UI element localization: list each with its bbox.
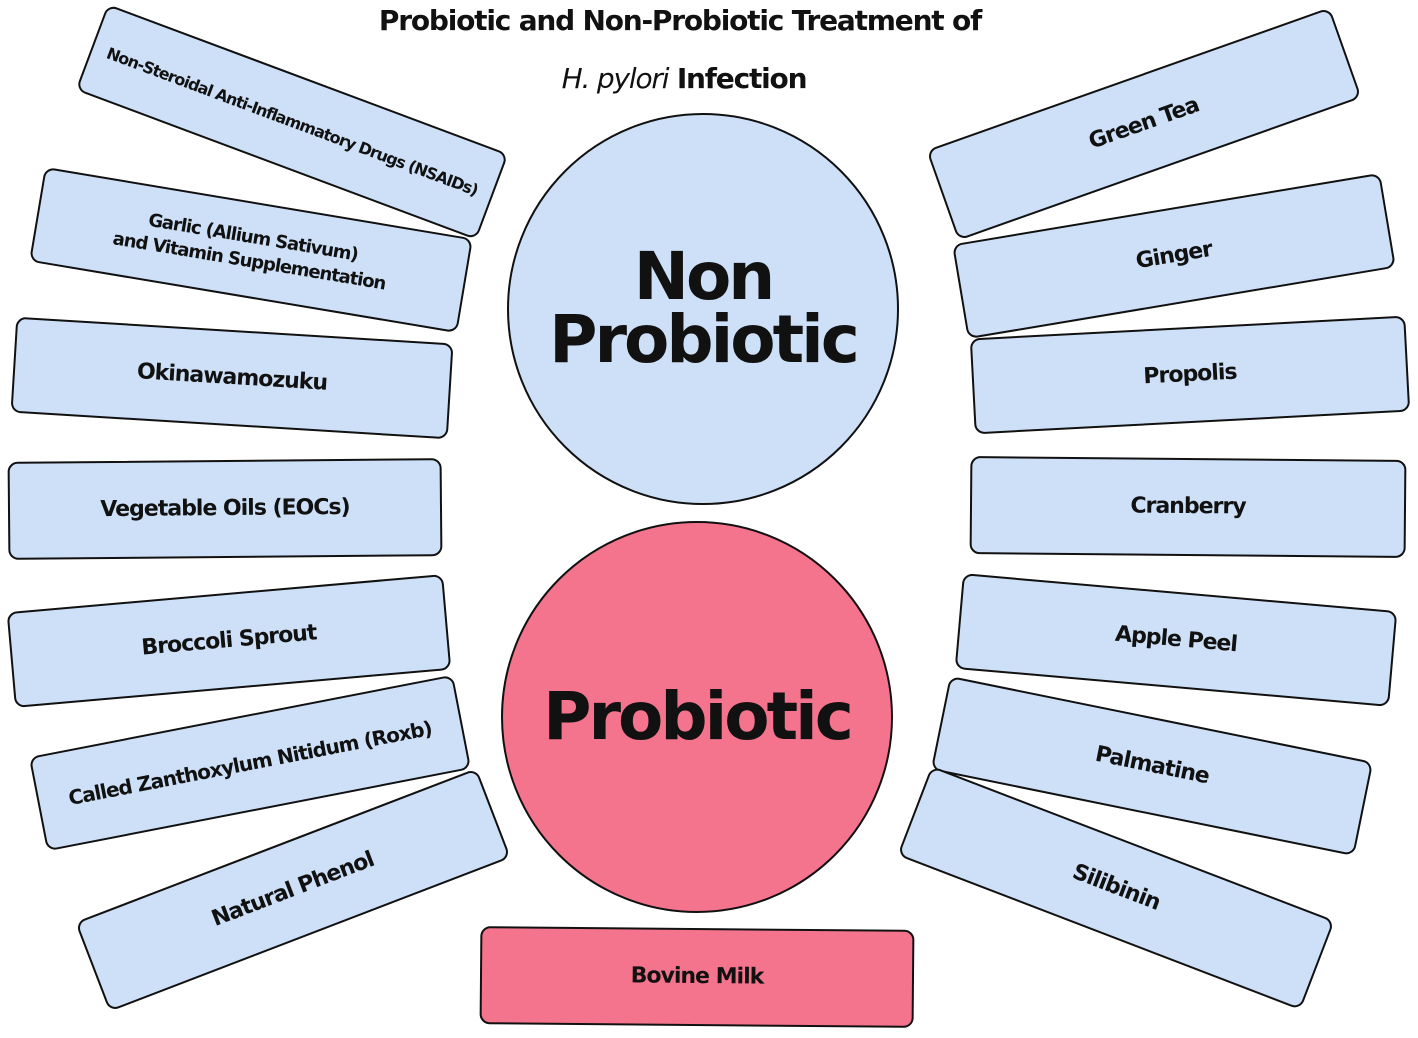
title-text: Probiotic and Non-Probiotic Treatment of: [378, 4, 982, 37]
left-item-label: Garlic (Allium Sativum) and Vitamin Supp…: [111, 209, 387, 295]
title-italic-text: H. pylori: [561, 62, 670, 95]
right-item-label: Cranberry: [1130, 493, 1246, 520]
non-probiotic-label: Non Probiotic: [549, 238, 860, 378]
title-rest-text: Infection: [676, 62, 808, 95]
left-item-label: Broccoli Sprout: [140, 620, 318, 661]
left-item-vegetable-oils: Vegetable Oils (EOCs): [7, 458, 443, 560]
right-item-label: Green Tea: [1085, 92, 1203, 155]
probiotic-circle: Probiotic: [501, 521, 893, 913]
non-probiotic-circle: Non Probiotic: [507, 113, 899, 505]
right-item-propolis: Propolis: [969, 315, 1411, 435]
right-item-label: Silibinin: [1068, 859, 1164, 916]
right-item-label: Apple Peel: [1114, 621, 1238, 658]
left-item-okinawamozuku: Okinawamozuku: [10, 316, 454, 440]
right-item-label: Palmatine: [1093, 741, 1212, 790]
right-item-label: Propolis: [1142, 359, 1238, 390]
right-item-cranberry: Cranberry: [969, 456, 1407, 558]
diagram-title-line2: H. pylori Infection: [0, 62, 1368, 95]
bottom-item-bovine-milk: Bovine Milk: [479, 926, 915, 1028]
probiotic-label: Probiotic: [543, 677, 854, 755]
right-item-label: Ginger: [1134, 236, 1214, 275]
bottom-item-label: Bovine Milk: [630, 963, 764, 990]
left-item-label: Natural Phenol: [208, 847, 378, 933]
left-item-label: Vegetable Oils (EOCs): [100, 495, 350, 523]
left-item-label: Called Zanthoxylum Nitidum (Roxb): [66, 715, 434, 810]
diagram-title-line1: Probiotic and Non-Probiotic Treatment of: [0, 4, 1360, 37]
right-item-apple-peel: Apple Peel: [954, 573, 1398, 707]
left-item-label: Okinawamozuku: [136, 359, 328, 396]
